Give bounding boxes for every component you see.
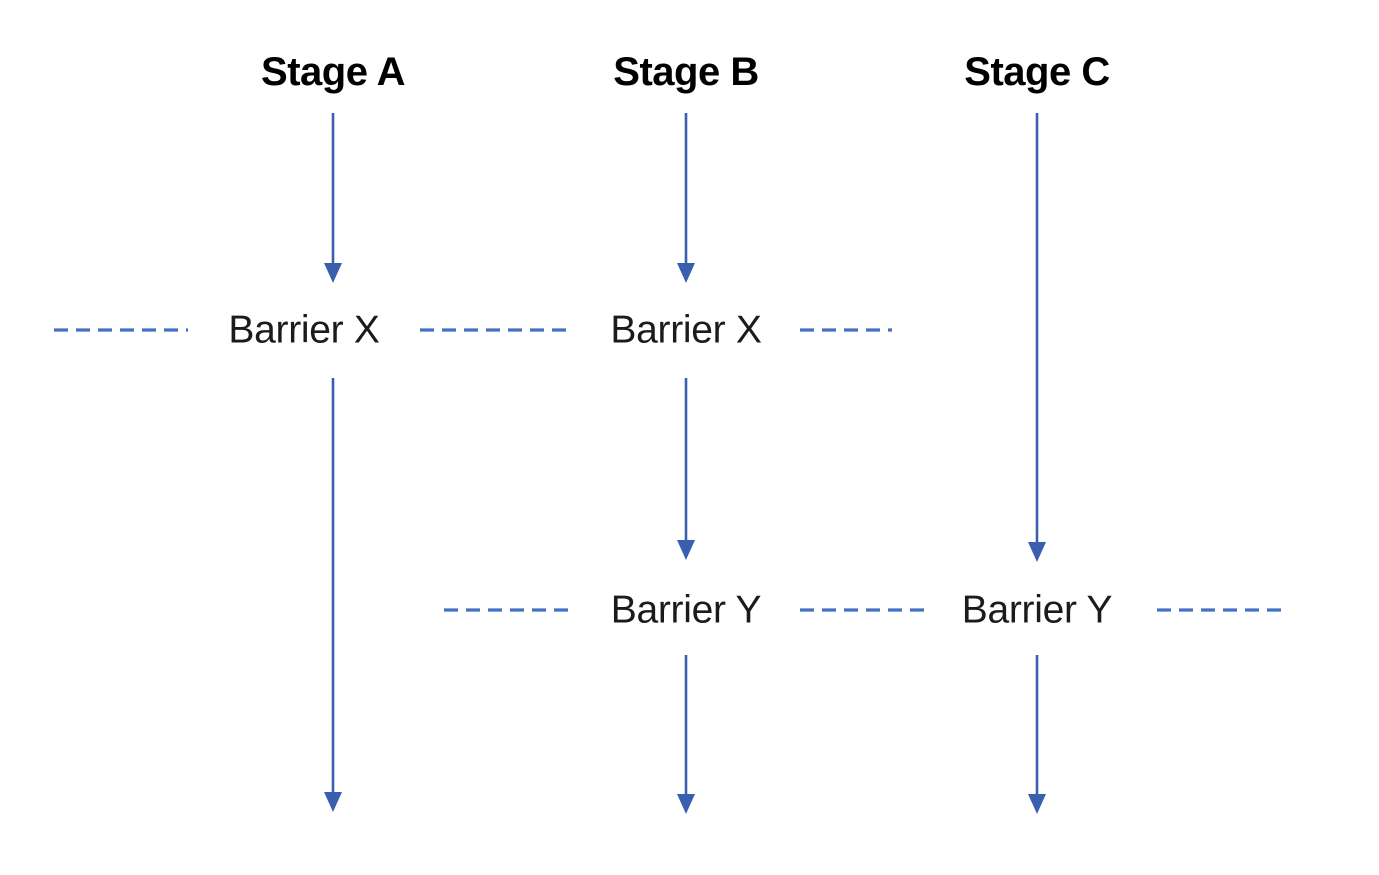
stage-header-2: Stage B <box>613 50 759 94</box>
arrow-head-icon <box>677 540 695 560</box>
arrow-head-icon <box>677 794 695 814</box>
barrier-y-b-to-bottom <box>677 655 695 814</box>
stage-header-1: Stage A <box>261 50 405 94</box>
stage-a-to-barrier-x <box>324 113 342 283</box>
arrow-head-icon <box>1028 794 1046 814</box>
arrow-head-icon <box>1028 542 1046 562</box>
arrow-head-icon <box>324 792 342 812</box>
arrow-head-icon <box>324 263 342 283</box>
dashed-link-layer <box>54 328 1285 612</box>
stage-c-to-barrier-y <box>1028 113 1046 562</box>
barrier-x-b-to-barrier-y <box>677 378 695 560</box>
arrow-head-icon <box>677 263 695 283</box>
barrier-x-a-to-bottom <box>324 378 342 812</box>
stage-header-3: Stage C <box>964 50 1110 94</box>
arrow-layer <box>324 113 1046 814</box>
barrier-label-c-y: Barrier Y <box>961 588 1113 632</box>
barrier-label-a-x: Barrier X <box>228 308 380 352</box>
stage-b-to-barrier-x <box>677 113 695 283</box>
barrier-y-c-to-bottom <box>1028 655 1046 814</box>
barrier-label-b-x: Barrier X <box>610 308 762 352</box>
barrier-label-b-y: Barrier Y <box>610 588 762 632</box>
